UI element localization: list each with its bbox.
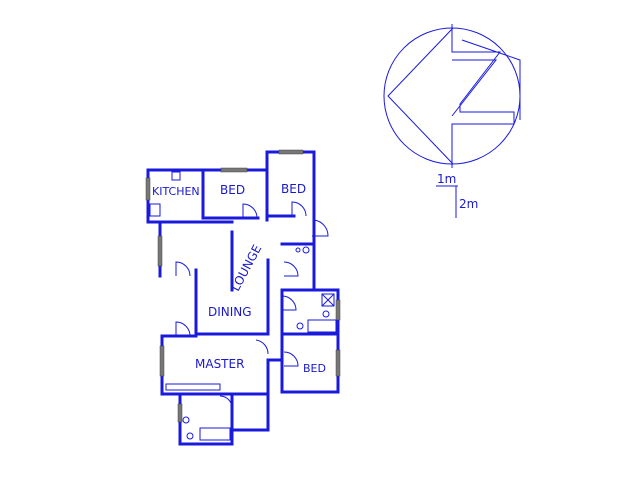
bathtub-icon	[199, 427, 231, 441]
scale-label-1m: 1m	[437, 172, 456, 186]
room-label-bed-2: BED	[281, 182, 306, 196]
basin-icon	[182, 416, 190, 424]
room-label-lounge: LOUNGE	[228, 242, 264, 293]
room-label-bed-1: BED	[220, 183, 245, 197]
sink-icon	[149, 203, 161, 217]
toilet-icon	[296, 322, 304, 330]
built-in-cupboard	[165, 383, 221, 391]
scale-bar: 1m 2m	[436, 172, 478, 218]
door-swings	[175, 201, 329, 409]
room-label-master: MASTER	[195, 357, 244, 371]
room-label-bed-3: BED	[303, 362, 326, 375]
windows	[145, 149, 341, 423]
scale-label-2m: 2m	[459, 197, 478, 211]
basin-icon	[302, 246, 310, 254]
toilet-icon	[295, 247, 301, 253]
north-compass	[383, 24, 521, 168]
shower-icon	[321, 293, 335, 307]
toilet-icon	[186, 432, 194, 440]
stove-icon	[171, 171, 181, 181]
fixtures	[149, 171, 337, 441]
exterior-walls	[146, 150, 340, 446]
basin-icon	[322, 310, 330, 318]
bathtub-icon	[307, 319, 337, 333]
room-labels: KITCHEN BED BED LOUNGE DINING MASTER BED	[152, 182, 326, 375]
room-label-dining: DINING	[208, 305, 252, 319]
room-label-kitchen: KITCHEN	[152, 185, 200, 198]
